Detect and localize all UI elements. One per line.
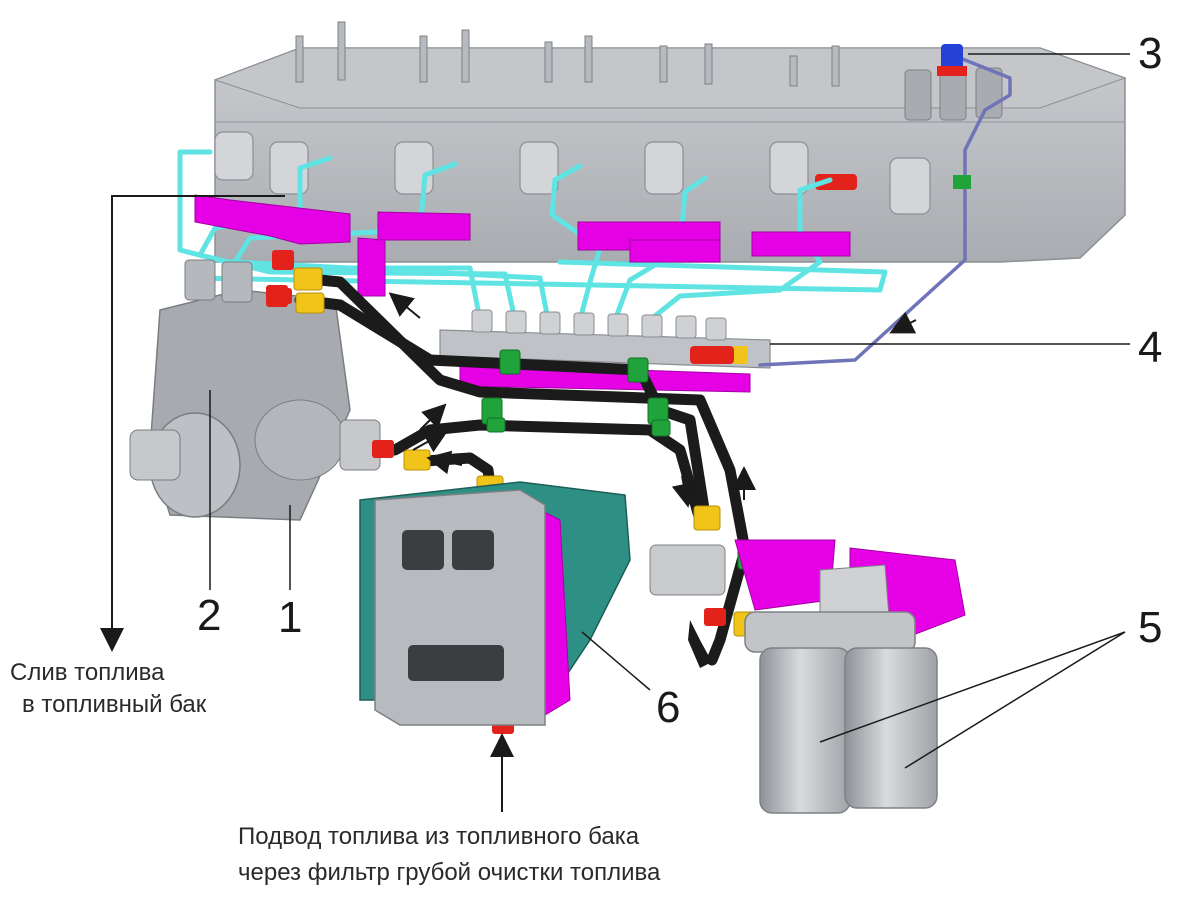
injector-red-fitting — [815, 174, 857, 190]
flow-arrows — [388, 292, 917, 508]
callout-3: 3 — [1138, 29, 1162, 78]
priming-pump — [649, 539, 836, 668]
valve-studs — [295, 21, 840, 87]
callout-1: 1 — [278, 593, 302, 642]
drain-caption-line1: Слив топлива — [10, 659, 165, 686]
cylinder-head — [213, 21, 1127, 263]
high-pressure-lines — [177, 149, 888, 323]
leader-lines — [209, 53, 1130, 769]
magenta-brackets — [194, 194, 851, 393]
return-line-clip — [953, 175, 971, 189]
drain-caption-line2: в топливный бак — [22, 691, 207, 718]
high-pressure-pump — [129, 259, 381, 521]
callout-4: 4 — [1138, 323, 1162, 372]
drain-arrow — [100, 195, 285, 652]
supply-caption-line2: через фильтр грубой очистки топлива — [238, 859, 661, 886]
callout-2: 2 — [197, 591, 221, 640]
callout-5: 5 — [1138, 603, 1162, 652]
fuel-filters — [744, 547, 966, 814]
callout-6: 6 — [656, 683, 680, 732]
common-rail — [439, 309, 771, 369]
supply-caption-line1: Подвод топлива из топливного бака — [238, 823, 640, 850]
pressure-sensor — [937, 44, 967, 76]
valve-springs — [904, 67, 1003, 121]
ecu-unit — [359, 481, 631, 726]
